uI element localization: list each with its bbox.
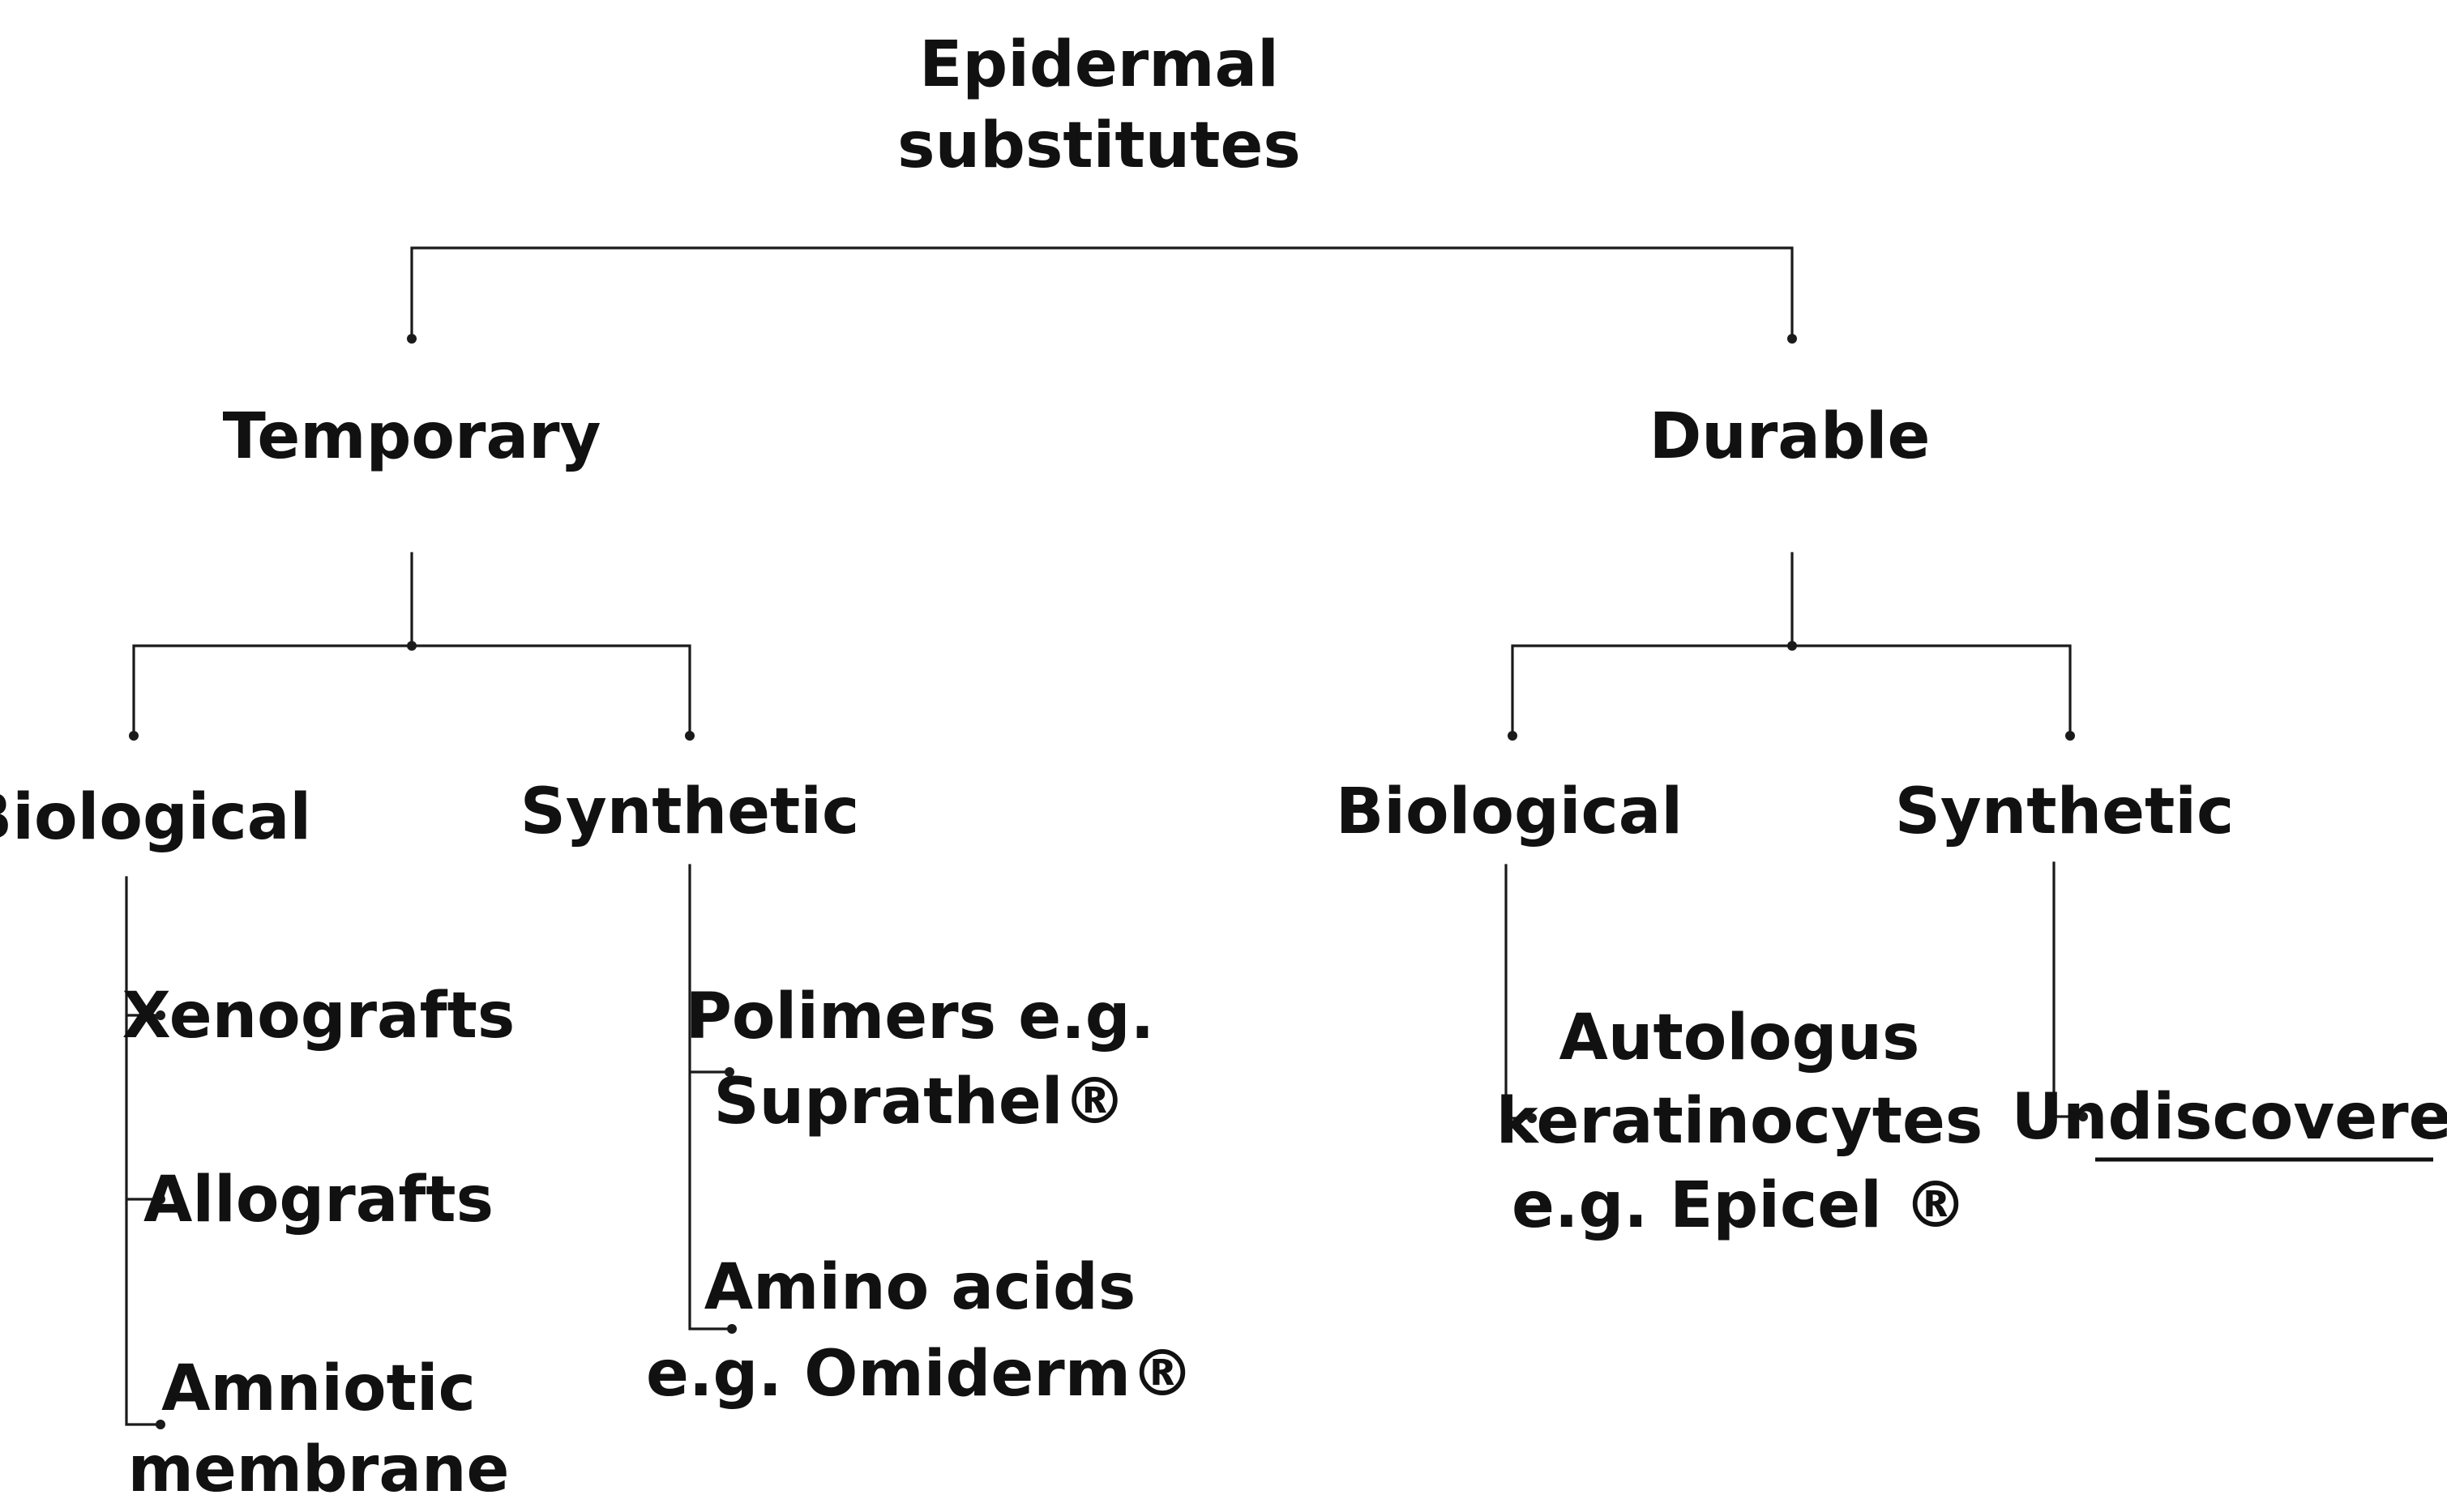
junction-dot: [2065, 731, 2075, 741]
leaf-autologus-line-2: keratinocytes: [1496, 1085, 1983, 1158]
junction-dot: [407, 334, 417, 344]
leaf-amino-acids-line-1: Amino acids: [704, 1251, 1136, 1324]
junction-dots: [129, 334, 2088, 1429]
junction-dot: [1787, 334, 1797, 344]
temporary-connector-bar: [132, 644, 691, 737]
durable-synthetic-node: Synthetic: [1895, 775, 2235, 848]
temp-syn-list-bracket: [688, 864, 734, 1330]
bullet-dot: [727, 1324, 737, 1334]
junction-dot: [1508, 731, 1517, 741]
durable-biological-node: Biological: [1336, 775, 1683, 848]
durable-connector-bar: [1511, 644, 2072, 737]
leaf-autologus-line-1: Autologus: [1559, 1002, 1920, 1074]
leaf-allografts: Allografts: [143, 1164, 494, 1237]
root-title-line-2: substitutes: [897, 109, 1301, 182]
leaf-polimers-line-1: Polimers e.g.: [686, 980, 1154, 1053]
bullet-dot: [156, 1194, 165, 1204]
dur-bio-list-bracket: [1504, 864, 1534, 1120]
bullet-dot: [156, 1420, 165, 1429]
temp-bio-list-bracket: [125, 876, 162, 1426]
dur-syn-list-bracket: [2052, 861, 2085, 1118]
root-connector: [410, 246, 1794, 340]
leaf-polimers-line-2: Suprathel®: [713, 1066, 1126, 1138]
temporary-node: Temporary: [223, 400, 601, 473]
leaf-amniotic-membrane-line-1: Amniotic: [161, 1352, 476, 1425]
bullet-dot: [725, 1067, 734, 1077]
temporary-biological-node: Biological: [0, 781, 311, 854]
bullet-dot: [2078, 1112, 2088, 1121]
leaf-amino-acids-line-2: e.g. Omiderm®: [646, 1338, 1194, 1411]
leaf-amniotic-membrane-line-2: membrane: [128, 1433, 510, 1506]
bullet-dot: [156, 1010, 165, 1020]
leaf-undiscovered: Undiscovered: [2012, 1081, 2447, 1154]
temporary-synthetic-node: Synthetic: [520, 775, 860, 848]
leaf-xenografts: Xenografts: [122, 980, 515, 1053]
junction-dot: [685, 731, 695, 741]
root-node: Epidermal substitutes: [897, 28, 1301, 182]
bullet-dot: [1527, 1113, 1537, 1123]
durable-node: Durable: [1649, 400, 1931, 473]
junction-dot: [129, 731, 139, 741]
leaf-autologus-line-3: e.g. Epicel ®: [1512, 1169, 1967, 1242]
root-title-line-1: Epidermal: [919, 28, 1279, 101]
junction-dot: [407, 641, 417, 651]
junction-dot: [1787, 641, 1797, 651]
